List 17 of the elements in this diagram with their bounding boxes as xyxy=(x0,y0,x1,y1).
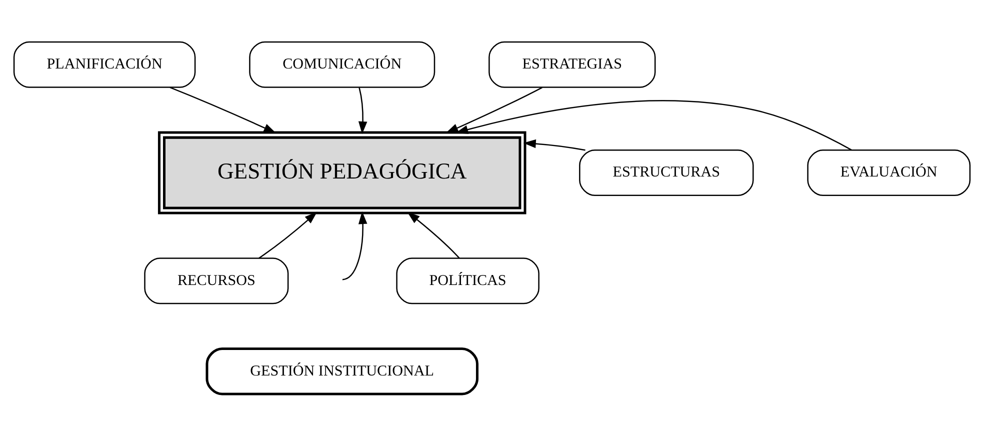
node-box: ESTRUCTURAS xyxy=(579,149,754,196)
arrow xyxy=(170,86,276,133)
arrow xyxy=(258,211,318,258)
arrow xyxy=(407,211,460,258)
node-box: GESTIÓN PEDAGÓGICA xyxy=(158,130,526,214)
arrow xyxy=(456,100,852,150)
node-box: GESTIÓN INSTITUCIONAL xyxy=(206,346,478,395)
node-box: ESTRATEGIAS xyxy=(488,40,656,88)
node-box: EVALUACIÓN xyxy=(807,149,971,196)
arrow xyxy=(342,210,368,280)
node-box: COMUNICACIÓN xyxy=(249,40,436,88)
node-box: POLÍTICAS xyxy=(396,257,540,304)
node-box: RECURSOS xyxy=(144,257,289,304)
arrow xyxy=(523,138,586,150)
arrow xyxy=(446,86,542,133)
arrow xyxy=(358,87,368,134)
node-box: PLANIFICACIÓN xyxy=(13,40,196,88)
